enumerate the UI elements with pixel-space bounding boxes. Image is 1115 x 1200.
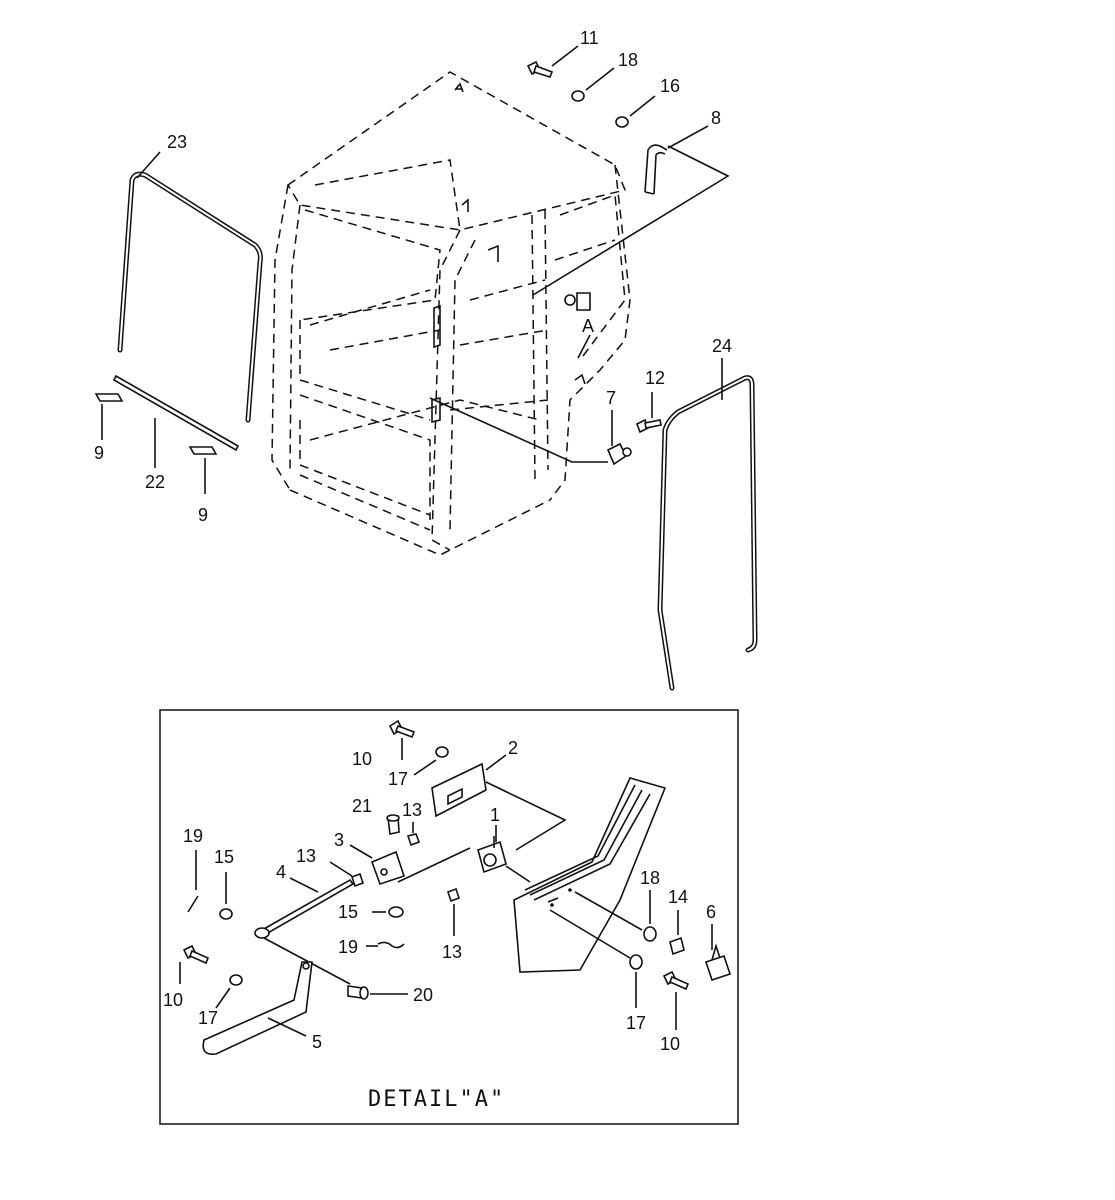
part-17-washer-top <box>435 746 449 758</box>
part-20-pin <box>347 985 369 1000</box>
callout-20: 20 <box>413 985 433 1005</box>
leader-4-to-pin <box>263 937 351 985</box>
callout-13b: 13 <box>296 846 316 866</box>
detail-a-frame <box>159 709 739 1125</box>
part-18-washer <box>571 90 585 102</box>
callout-17a: 17 <box>388 769 408 789</box>
callout-23: 23 <box>167 132 187 152</box>
leader-18a <box>585 67 615 91</box>
leader-7-to-cab <box>429 397 608 463</box>
part-16-washer <box>615 116 629 128</box>
leader-3-to-latch <box>397 847 471 883</box>
detail-a-title: DETAIL"A" <box>368 1087 505 1112</box>
part-11-bolt <box>526 60 554 78</box>
part-13-nut-lower <box>446 887 461 903</box>
part-15-washer-mid <box>388 906 404 918</box>
part-6-knob <box>704 943 732 982</box>
callout-13c: 13 <box>442 942 462 962</box>
part-17-washer-right <box>629 954 643 970</box>
part-3-bracket <box>370 850 406 886</box>
callout-8: 8 <box>711 108 721 128</box>
callout-15a: 15 <box>214 847 234 867</box>
part-21-pin <box>386 814 400 835</box>
callout-18b: 18 <box>640 868 660 888</box>
callout-17b: 17 <box>198 1008 218 1028</box>
callout-10c: 10 <box>660 1034 680 1054</box>
part-7-striker <box>606 442 632 466</box>
detail-marker-label: A <box>582 316 594 336</box>
part-19-clip-mid <box>377 941 405 949</box>
part-18-washer-detail <box>643 926 657 942</box>
part-13-nut-mid <box>350 872 365 888</box>
callout-6: 6 <box>706 902 716 922</box>
part-15-washer-left <box>219 908 233 920</box>
leader-16 <box>629 95 656 117</box>
leader-11 <box>551 45 579 67</box>
callout-9b: 9 <box>198 505 208 525</box>
part-10-bolt-top <box>388 719 416 739</box>
leader-2-to-door <box>485 781 567 851</box>
callout-10a: 10 <box>352 749 372 769</box>
part-10-bolt-right <box>662 970 690 991</box>
leader-23 <box>136 151 161 179</box>
part-23-rear-window-seal <box>117 171 263 423</box>
leader-17b <box>215 987 231 1009</box>
callout-7: 7 <box>606 388 616 408</box>
callout-18a: 18 <box>618 50 638 70</box>
part-12-bolt <box>635 418 662 434</box>
leader-13b <box>329 861 353 877</box>
leader-4 <box>289 877 319 893</box>
callout-12: 12 <box>645 368 665 388</box>
part-22-seal-strip <box>112 374 240 452</box>
door-panel-section <box>513 777 667 973</box>
part-10-bolt-left <box>182 944 210 965</box>
callout-19b: 19 <box>338 937 358 957</box>
part-13-nut-upper <box>406 833 421 847</box>
part-2-plate <box>431 762 487 818</box>
callout-13a: 13 <box>402 800 422 820</box>
leader-8 <box>667 125 709 149</box>
callout-22: 22 <box>145 472 165 492</box>
callout-11: 11 <box>580 28 599 48</box>
callout-1: 1 <box>490 805 500 825</box>
part-17-washer-left <box>229 974 243 986</box>
callout-4: 4 <box>276 862 286 882</box>
leader-17a <box>413 759 437 776</box>
callout-17c: 17 <box>626 1013 646 1033</box>
callout-5: 5 <box>312 1032 322 1052</box>
leader-2 <box>485 754 507 771</box>
callout-21: 21 <box>352 796 372 816</box>
callout-15b: 15 <box>338 902 358 922</box>
leader-5 <box>267 1017 307 1037</box>
callout-3: 3 <box>334 830 344 850</box>
leader-17c-to-door <box>549 909 631 959</box>
callout-16: 16 <box>660 76 680 96</box>
part-9-block-left <box>94 393 124 402</box>
leader-18b-to-door <box>574 891 643 931</box>
part-4-rod <box>254 878 355 939</box>
part-19-clip-left <box>187 895 199 913</box>
callout-24: 24 <box>712 336 732 356</box>
callout-14: 14 <box>668 887 688 907</box>
part-24-door-seal <box>657 375 758 691</box>
callout-10b: 10 <box>163 990 183 1010</box>
leader-3 <box>349 844 373 859</box>
part-5-lever <box>202 961 313 1056</box>
leader-8-to-cab <box>532 145 730 296</box>
part-9-block-right <box>188 446 218 455</box>
part-14-nut <box>669 936 685 956</box>
part-1-latch <box>477 836 507 874</box>
callout-9a: 9 <box>94 443 104 463</box>
callout-2: 2 <box>508 738 518 758</box>
cab-frame: A <box>271 71 631 556</box>
callout-19a: 19 <box>183 826 203 846</box>
part-8-grab-handle <box>644 144 668 195</box>
leader-1-to-door <box>505 865 531 883</box>
